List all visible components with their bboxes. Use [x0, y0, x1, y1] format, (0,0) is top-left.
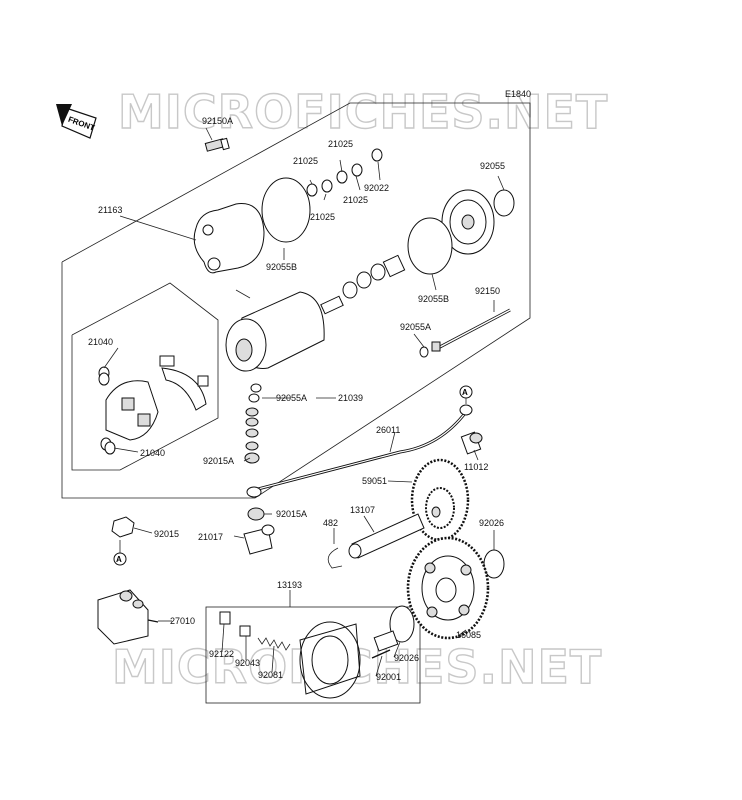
label-21025-c: 21025	[310, 212, 335, 222]
terminal-stack	[244, 383, 262, 464]
label-21039: 21039	[338, 393, 363, 403]
label-92043: 92043	[235, 658, 260, 668]
label-16085: 16085	[456, 630, 481, 640]
label-92122: 92122	[209, 649, 234, 659]
plunger-92043	[239, 625, 251, 637]
spring-21040-top	[98, 366, 110, 386]
oring-92055a-top	[419, 346, 429, 358]
diagram-code: E1840	[505, 89, 531, 99]
label-92026-low: 92026	[394, 653, 419, 663]
label-21025-a: 21025	[293, 156, 318, 166]
shaft-13107	[348, 513, 425, 559]
washers-21025	[306, 148, 383, 197]
assembly-outline	[61, 102, 531, 499]
roller-92122	[219, 611, 231, 625]
label-92026-right: 92026	[479, 518, 504, 528]
washer-92026-low	[389, 605, 415, 643]
label-21025-b: 21025	[328, 139, 353, 149]
label-92015a-low: 92015A	[276, 509, 307, 519]
callout-a-left: A	[113, 552, 127, 566]
spring-92081	[257, 637, 291, 651]
boot-11012	[460, 431, 483, 455]
label-21163: 21163	[98, 205, 122, 215]
label-92081: 92081	[258, 670, 283, 680]
label-92001: 92001	[376, 672, 401, 682]
clutch-13193	[299, 621, 361, 699]
label-21025-d: 21025	[343, 195, 368, 205]
label-21040-top: 21040	[88, 337, 113, 347]
long-bolt-92150	[431, 308, 511, 352]
label-92150a: 92150A	[202, 116, 233, 126]
cap-21017	[243, 524, 275, 555]
label-26011: 26011	[376, 425, 400, 435]
brush-plate	[105, 355, 209, 441]
callout-a-top: A	[459, 385, 473, 399]
label-92055: 92055	[480, 161, 505, 171]
label-21017: 21017	[198, 532, 223, 542]
label-13107: 13107	[350, 505, 375, 515]
brush-outline	[71, 282, 219, 471]
nut-92015a	[247, 507, 265, 521]
label-482: 482	[323, 518, 338, 528]
label-92015: 92015	[154, 529, 179, 539]
oring-92055b-left	[261, 177, 311, 243]
gear-16085	[406, 536, 490, 640]
gear-59051	[410, 458, 470, 542]
label-92055a-top: 92055A	[400, 322, 431, 332]
label-21040-bottom: 21040	[140, 448, 165, 458]
front-arrow-icon: FRONT	[56, 104, 97, 139]
label-59051: 59051	[362, 476, 387, 486]
bolt-92150a	[204, 137, 230, 152]
callout-a-left-label: A	[116, 555, 122, 564]
label-92022: 92022	[364, 183, 389, 193]
cable-26011	[246, 404, 473, 498]
oring-92055b-right	[407, 217, 453, 275]
rear-cover	[441, 189, 495, 255]
label-92055b-left: 92055B	[266, 262, 297, 272]
pinion-92001	[371, 630, 399, 659]
motor-body	[225, 291, 344, 372]
label-92055b-right: 92055B	[418, 294, 449, 304]
leader-lines	[103, 127, 505, 677]
spring-21040-bottom	[100, 437, 116, 455]
label-92150: 92150	[475, 286, 500, 296]
watermark-top: MICROFICHES.NET	[118, 85, 608, 139]
clip-482	[327, 547, 343, 569]
callout-a-top-label: A	[462, 388, 468, 397]
clutch-box	[205, 606, 421, 704]
washer-92026-right	[483, 549, 505, 579]
shims	[342, 254, 406, 299]
label-92015a-mid: 92015A	[203, 456, 234, 466]
label-27010: 27010	[170, 616, 195, 626]
oring-92055	[493, 189, 515, 217]
label-13193: 13193	[277, 580, 302, 590]
relay-27010	[97, 589, 159, 645]
front-cover	[193, 203, 265, 274]
label-92055a-mid: 92055A	[276, 393, 307, 403]
label-11012: 11012	[464, 462, 488, 472]
nut-92015	[111, 516, 135, 538]
